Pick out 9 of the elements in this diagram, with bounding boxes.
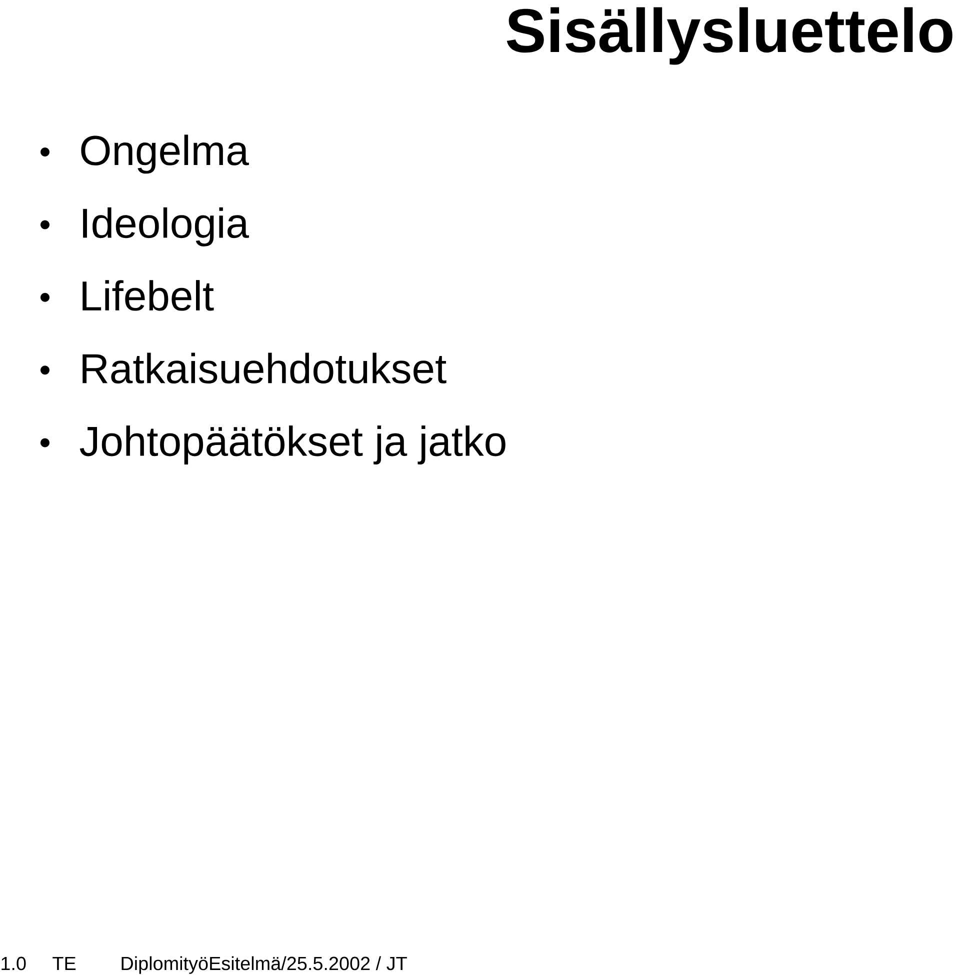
bullet-item: Lifebelt [82,280,214,311]
bullet-item: Ideologia [83,207,249,246]
footer-text: TE [52,956,76,970]
bullet-item: Ratkaisuehdotukset [82,352,446,384]
slide-title: Sisällysluettelo [506,7,952,65]
footer-text: DiplomityöEsitelmä/25.5.2002 / JT [122,956,407,974]
footer-text: 1.0 [2,956,26,970]
bullet-item: Ongelma [81,134,249,174]
bullet-item: Johtopäätökset ja jatko [80,425,506,464]
